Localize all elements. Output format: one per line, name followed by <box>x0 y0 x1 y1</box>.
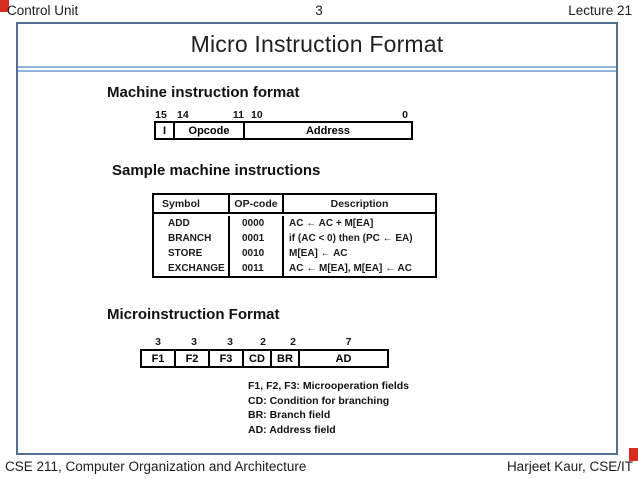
table-header-row: Symbol OP-code Description <box>154 195 435 214</box>
field-f3: F3 <box>210 351 244 366</box>
field-address: Address <box>305 124 351 137</box>
cell-symbol: EXCHANGE <box>154 261 230 276</box>
cell-opcode: 0000 <box>230 216 284 231</box>
field-i: I <box>156 123 175 138</box>
header-page-number: 3 <box>315 3 323 18</box>
field-f2: F2 <box>176 351 210 366</box>
bit-width-br: 2 <box>290 336 296 348</box>
instruction-table: Symbol OP-code Description ADD 0000 AC ←… <box>152 193 437 278</box>
micro-format-legend: F1, F2, F3: Microoperation fields CD: Co… <box>248 379 409 437</box>
bit-label-0: 0 <box>402 109 408 121</box>
col-header-description: Description <box>330 197 389 210</box>
cell-symbol: ADD <box>154 216 230 231</box>
bit-width-ad: 7 <box>345 336 352 348</box>
sample-instructions-heading: Sample machine instructions <box>112 162 321 179</box>
bit-width-f3: 3 <box>227 336 233 348</box>
bit-label-11: 11 <box>232 109 244 121</box>
legend-line-f: F1, F2, F3: Microoperation fields <box>248 380 410 392</box>
machine-format-heading: Machine instruction format <box>107 84 300 101</box>
bit-label-14: 14 <box>177 109 189 121</box>
cell-description: M[EA] ← AC <box>289 248 348 259</box>
table-body: ADD 0000 AC ← AC + M[EA] BRANCH 0001 if … <box>154 214 435 276</box>
cell-opcode: 0011 <box>230 261 284 276</box>
col-header-symbol: Symbol <box>154 195 230 212</box>
col-header-opcode: OP-code <box>230 195 284 212</box>
table-row: ADD 0000 AC ← AC + M[EA] <box>154 214 435 231</box>
field-br: BR <box>272 351 300 366</box>
slide-title: Micro Instruction Format <box>190 31 444 57</box>
micro-bit-widths: 3 3 3 2 2 7 <box>140 336 389 348</box>
field-opcode: Opcode <box>175 123 245 138</box>
micro-format-diagram: F1 F2 F3 CD BR AD <box>140 349 389 368</box>
bit-width-f2: 3 <box>191 336 197 348</box>
red-corner-marker-top-left <box>0 0 9 12</box>
header-lecture: Lecture 21 <box>568 3 632 18</box>
legend-line-br: BR: Branch field <box>248 409 331 422</box>
bit-label-10: 10 <box>251 109 263 121</box>
bit-label-15: 15 <box>155 109 167 121</box>
cell-description: AC ← AC + M[EA] <box>289 218 374 229</box>
field-cd: CD <box>244 351 272 366</box>
cell-symbol: STORE <box>154 246 230 261</box>
title-divider-line-2 <box>18 70 616 72</box>
footer-author: Harjeet Kaur, CSE/IT <box>506 459 633 474</box>
bit-width-f1: 3 <box>155 336 161 348</box>
cell-description: if (AC < 0) then (PC ← EA) <box>289 233 413 244</box>
footer-course: CSE 211, Computer Organization and Archi… <box>5 459 307 474</box>
cell-description: AC ← M[EA], M[EA] ← AC <box>289 263 412 274</box>
legend-line-ad: AD: Address field <box>248 423 336 436</box>
cell-opcode: 0010 <box>230 246 284 261</box>
machine-format-diagram: I Opcode Address <box>154 121 413 140</box>
micro-format-heading: Microinstruction Format <box>107 306 280 323</box>
header-course: Control Unit <box>7 3 79 18</box>
table-row: EXCHANGE 0011 AC ← M[EA], M[EA] ← AC <box>154 261 435 276</box>
field-f1: F1 <box>142 351 176 366</box>
title-divider-line-1 <box>18 66 616 68</box>
cell-opcode: 0001 <box>230 231 284 246</box>
bit-width-cd: 2 <box>260 336 266 348</box>
cell-symbol: BRANCH <box>154 231 230 246</box>
field-ad: AD <box>335 352 352 365</box>
red-corner-marker-bottom-right <box>629 448 638 461</box>
table-row: STORE 0010 M[EA] ← AC <box>154 246 435 261</box>
legend-line-cd: CD: Condition for branching <box>248 394 390 407</box>
table-row: BRANCH 0001 if (AC < 0) then (PC ← EA) <box>154 231 435 246</box>
